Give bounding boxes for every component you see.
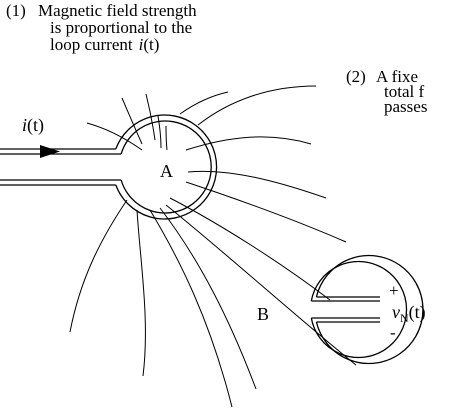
source-current-label: i(t) [22,115,44,136]
field-line [86,122,143,151]
field-line [179,91,229,115]
annotation-1-current-arg: (t) [143,35,159,54]
field-line [165,125,168,151]
field-line [157,115,162,149]
output-voltage-symbol: v [392,302,400,322]
output-minus-sign: - [390,323,396,342]
output-voltage-arg: (t) [409,302,426,323]
field-line [145,93,156,141]
field-line [159,207,257,390]
annotation-1-line-2: is proportional to the [50,18,192,37]
annotation-1: (1) Magnetic field strength is proportio… [6,1,197,54]
annotation-2: (2) A fixe total f passes [346,67,427,116]
annotation-1-line-3-text: loop current [50,35,133,54]
field-line [169,197,331,301]
field-line [165,204,357,366]
output-terminals: + vN(t) - [389,281,426,342]
loop-b: B [257,254,424,365]
output-voltage-subscript: N [400,311,409,325]
field-line [185,136,312,151]
loop-a-label: A [160,161,173,181]
annotation-1-line-1: Magnetic field strength [38,1,197,20]
loop-b-inner-ring [310,260,408,359]
source-current-symbol: i [22,115,27,135]
current-arrow-icon [40,145,60,158]
annotation-2-line-3: passes [384,97,427,116]
loop-b-label: B [257,304,269,324]
field-line [121,97,143,145]
field-line [136,209,146,377]
annotation-2-line-2: total f [384,82,424,101]
loop-a: A [0,114,218,220]
field-line [149,209,233,408]
output-voltage-label: vN(t) [392,302,426,325]
output-plus-sign: + [389,281,399,300]
field-line [69,199,128,333]
annotation-2-line-1: A fixe [376,67,418,86]
annotation-1-number: (1) [6,1,26,20]
source-current-arg: (t) [27,115,44,136]
field-line [197,85,317,126]
annotation-2-number: (2) [346,67,366,86]
field-line [185,181,347,243]
annotation-1-current-symbol: i [139,35,144,54]
loop-a-outer-ring [115,114,218,220]
magnetic-field-lines [69,85,357,408]
loop-a-inner-ring [120,120,212,214]
loop-b-outer-ring [315,254,424,365]
annotation-1-line-3: loop current i(t) [50,35,159,54]
field-line [187,170,327,199]
